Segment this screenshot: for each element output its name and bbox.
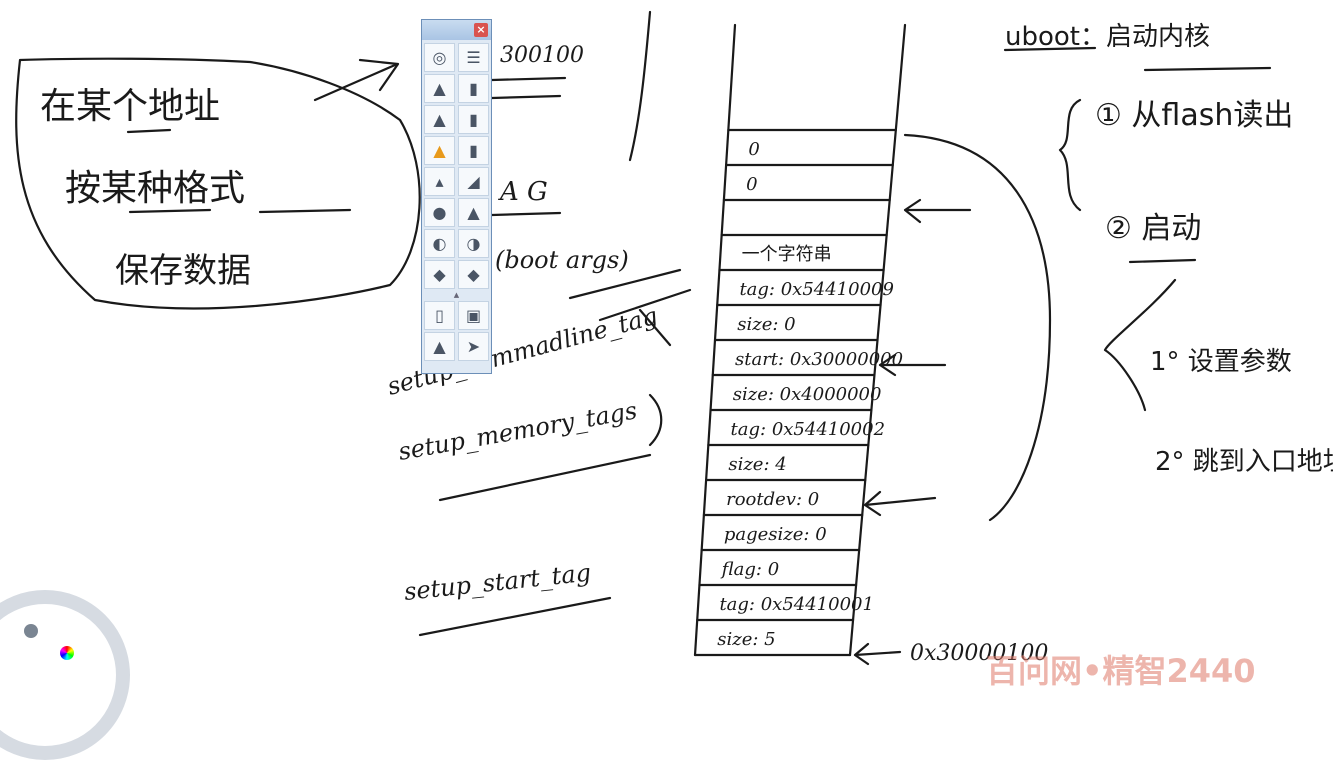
arrow-base (853, 642, 902, 666)
notes-step2: ② 启动 (1105, 211, 1201, 246)
shape-icon[interactable]: ◐ (424, 229, 455, 258)
toolbar-titlebar[interactable]: × (422, 20, 491, 40)
highlighter-icon[interactable]: ▲ (424, 136, 455, 165)
options-icon[interactable]: ☰ (458, 43, 489, 72)
brush-icon[interactable]: ▮ (458, 136, 489, 165)
marker-icon[interactable]: ▮ (458, 74, 489, 103)
shape2-icon[interactable]: ◑ (458, 229, 489, 258)
notes-brace2 (1103, 278, 1177, 412)
left-box-arrow (313, 58, 400, 102)
color-wheel-icon[interactable] (60, 646, 74, 660)
tool-grid: ◎☰▲▮▲▮▲▮▴◢●▲◐◑◆◆▲▯▣▲➤ (422, 40, 491, 364)
stack-cell: tag: 0x54410009 (739, 279, 894, 300)
stack-cell: start: 0x30000000 (735, 349, 903, 370)
left-box-line2: 按某种格式 (65, 168, 245, 209)
start-tag-label: setup_start_tag (403, 559, 593, 606)
top-address: 300100 (500, 43, 584, 68)
stack-rows: 0 0 一个字符串 tag: 0x54410009 size: 0 start: 0x30… (693, 128, 903, 657)
stack-cell: pagesize: 0 (724, 524, 827, 545)
arrow-root (863, 490, 937, 517)
pen-toolbar[interactable]: × ◎☰▲▮▲▮▲▮▴◢●▲◐◑◆◆▲▯▣▲➤ (421, 19, 492, 374)
watermark: 百问网•精智2440 (986, 652, 1256, 690)
memory-tags-underline (438, 393, 663, 502)
cone-icon[interactable]: ◢ (458, 167, 489, 196)
left-box-underline2 (128, 208, 352, 214)
notes-sub1: 1° 设置参数 (1150, 347, 1292, 377)
eraser-icon[interactable]: ◆ (424, 260, 455, 289)
cone-small-icon[interactable]: ▲ (458, 198, 489, 227)
left-box-outline (15, 57, 421, 310)
memory-tags-label: setup_memory_tags (396, 396, 639, 466)
stack-cell: 0 (748, 139, 759, 160)
mid-letters-underline (490, 211, 562, 217)
stack-cell: size: 4 (728, 454, 786, 475)
stack-cell: 一个字符串 (742, 244, 832, 265)
marker-dark-icon[interactable]: ▮ (458, 105, 489, 134)
stack-cell: tag: 0x54410002 (731, 419, 886, 440)
whiteboard-canvas[interactable]: 在某个地址 按某种格式 保存数据 300100 A G (boot args) … (0, 0, 1333, 688)
left-box-line3: 保存数据 (115, 251, 251, 291)
eraser2-icon[interactable]: ◆ (458, 260, 489, 289)
arrow-size (878, 353, 947, 377)
notes-step1: ① 从flash读出 (1095, 98, 1293, 133)
toolbar-separator: ▲ (453, 291, 460, 299)
notes-brace (1058, 98, 1082, 212)
notes-step2-underline (1128, 258, 1197, 264)
notes-sub2: 2° 跳到入口地址 (1155, 447, 1333, 477)
insert-icon[interactable]: ▣ (458, 301, 489, 330)
select-icon[interactable]: ◎ (424, 43, 455, 72)
cmdline-arrow (598, 288, 692, 347)
notes-title-underline (1003, 46, 1272, 72)
left-box-underline1 (126, 128, 172, 134)
mid-letters: A G (498, 177, 548, 207)
stack-cell: tag: 0x54410001 (719, 594, 874, 615)
stack-cell: flag: 0 (720, 559, 780, 580)
trash-icon[interactable]: ▯ (424, 301, 455, 330)
curved-arrow (903, 133, 1052, 522)
arrow-top (903, 198, 972, 224)
base-address: 0x30000100 (910, 641, 1048, 666)
stack-cell: size: 5 (717, 629, 775, 650)
vertical-divider (628, 10, 652, 162)
pointer-icon[interactable]: ➤ (458, 332, 489, 361)
notes-title: uboot：启动内核 (1005, 22, 1210, 52)
stack-cell: size: 0 (737, 314, 795, 335)
stack-cell: size: 0x4000000 (733, 384, 882, 405)
close-button[interactable]: × (474, 23, 488, 37)
pen-bottom-icon[interactable]: ▲ (424, 332, 455, 361)
left-box-line1: 在某个地址 (40, 86, 220, 127)
stack-cell: rootdev: 0 (726, 489, 819, 510)
boot-args-label: (boot args) (495, 246, 629, 274)
pen-dark-icon[interactable]: ▲ (424, 105, 455, 134)
top-address-lines (490, 76, 567, 100)
pen-icon[interactable]: ▲ (424, 74, 455, 103)
drop-icon[interactable]: ● (424, 198, 455, 227)
stack-cell: 0 (746, 174, 757, 195)
pen-fine-icon[interactable]: ▴ (424, 167, 455, 196)
start-tag-underline (418, 596, 612, 637)
boot-args-underline (568, 268, 682, 300)
pen-icon[interactable] (24, 624, 38, 638)
